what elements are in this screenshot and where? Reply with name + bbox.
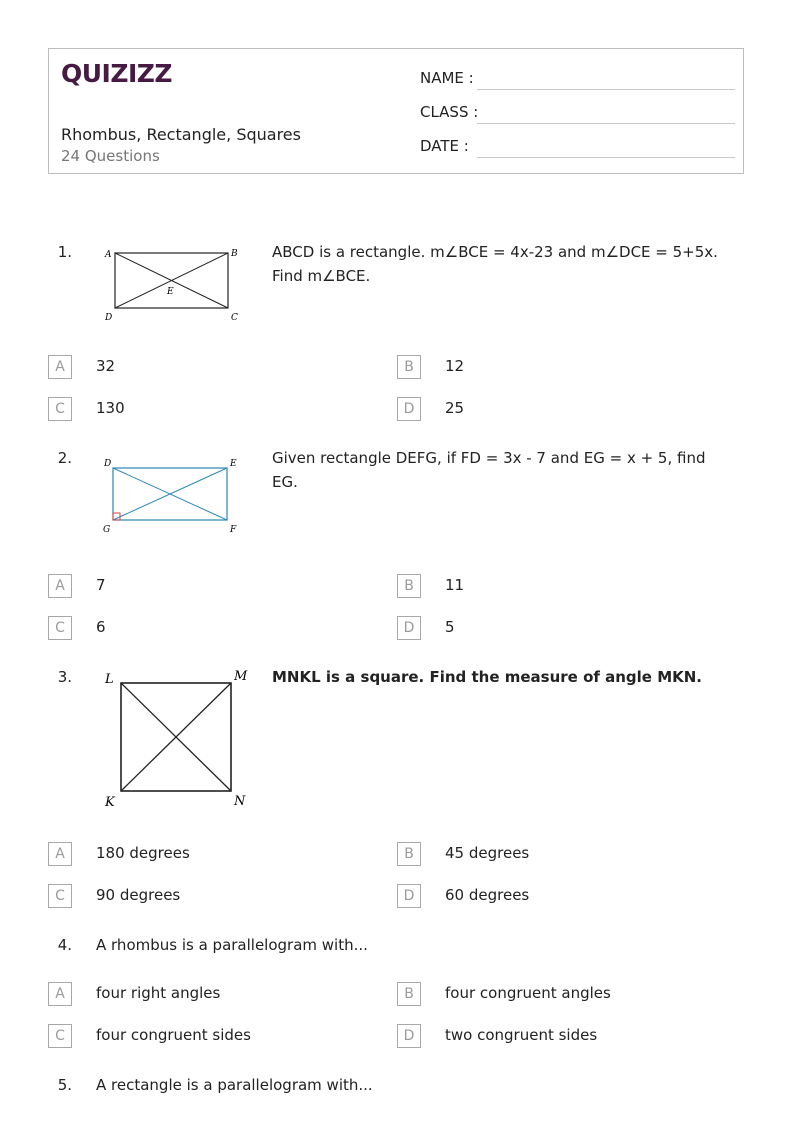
question-text: MNKL is a square. Find the measure of an… (272, 668, 703, 686)
option-text: 5 (445, 618, 455, 636)
option-letter-box: B (397, 982, 421, 1006)
option-text: four congruent sides (96, 1026, 251, 1044)
option-letter-box: A (48, 574, 72, 598)
option-text: 130 (96, 399, 125, 417)
vertex-label: D (104, 313, 112, 323)
question-text: A rectangle is a parallelogram with... (96, 1076, 373, 1094)
class-line (477, 123, 735, 124)
name-label: NAME : (420, 69, 474, 87)
option-text: four congruent angles (445, 984, 611, 1002)
option-text: 90 degrees (96, 886, 181, 904)
option-letter-box: B (397, 842, 421, 866)
option-letter-box: B (397, 574, 421, 598)
vertex-label: B (230, 249, 238, 259)
rectangle-defg-figure: D E F G (103, 459, 237, 535)
vertex-label: E (229, 459, 237, 469)
option-text: 180 degrees (96, 844, 190, 862)
quizizz-logo: QUIZIZZ (61, 59, 173, 88)
option-text: 12 (445, 357, 465, 375)
vertex-label: D (103, 459, 111, 469)
class-label: CLASS : (420, 103, 479, 121)
vertex-label: N (233, 794, 246, 809)
vertex-label: F (229, 525, 237, 535)
option-letter-box: B (397, 355, 421, 379)
option-letter-box: D (397, 397, 421, 421)
option-text: 11 (445, 576, 465, 594)
vertex-label: A (104, 250, 112, 260)
question-number: 2. (57, 449, 72, 467)
question-number: 1. (57, 243, 72, 261)
option-letter-box: D (397, 616, 421, 640)
question-number: 4. (57, 936, 72, 954)
question-text: Given rectangle DEFG, if FD = 3x - 7 and… (272, 449, 706, 491)
name-line (477, 89, 735, 90)
option-text: 32 (96, 357, 116, 375)
vertex-label: C (231, 313, 238, 323)
option-letter-box: A (48, 842, 72, 866)
worksheet-header: QUIZIZZ Rhombus, Rectangle, Squares 24 Q… (48, 48, 744, 174)
date-field[interactable]: DATE : (420, 137, 735, 163)
question-text: A rhombus is a parallelogram with... (96, 936, 368, 954)
option-letter-box: D (397, 1024, 421, 1048)
question-text: ABCD is a rectangle. m∠BCE = 4x-23 and m… (272, 243, 718, 285)
option-text: 45 degrees (445, 844, 530, 862)
square-mnkl-figure: L M K N (104, 669, 248, 810)
vertex-label: K (104, 795, 116, 810)
option-text: 60 degrees (445, 886, 530, 904)
option-text: 25 (445, 399, 465, 417)
option-letter-box: A (48, 355, 72, 379)
date-label: DATE : (420, 137, 469, 155)
option-letter-box: A (48, 982, 72, 1006)
date-line (477, 157, 735, 158)
vertex-label: L (104, 672, 114, 687)
option-text: 6 (96, 618, 106, 636)
vertex-label: G (103, 525, 110, 535)
class-field[interactable]: CLASS : (420, 103, 735, 129)
question-count: 24 Questions (61, 147, 160, 165)
option-text: four right angles (96, 984, 221, 1002)
option-letter-box: C (48, 397, 72, 421)
option-letter-box: D (397, 884, 421, 908)
vertex-label: M (233, 669, 248, 684)
option-letter-box: C (48, 884, 72, 908)
option-letter-box: C (48, 1024, 72, 1048)
option-text: two congruent sides (445, 1026, 598, 1044)
rectangle-abcd-figure: A B C D E (104, 249, 238, 323)
name-field[interactable]: NAME : (420, 69, 735, 95)
question-number: 5. (57, 1076, 72, 1094)
worksheet-title: Rhombus, Rectangle, Squares (61, 125, 301, 144)
vertex-label: E (166, 287, 174, 297)
option-text: 7 (96, 576, 106, 594)
option-letter-box: C (48, 616, 72, 640)
question-number: 3. (57, 668, 72, 686)
